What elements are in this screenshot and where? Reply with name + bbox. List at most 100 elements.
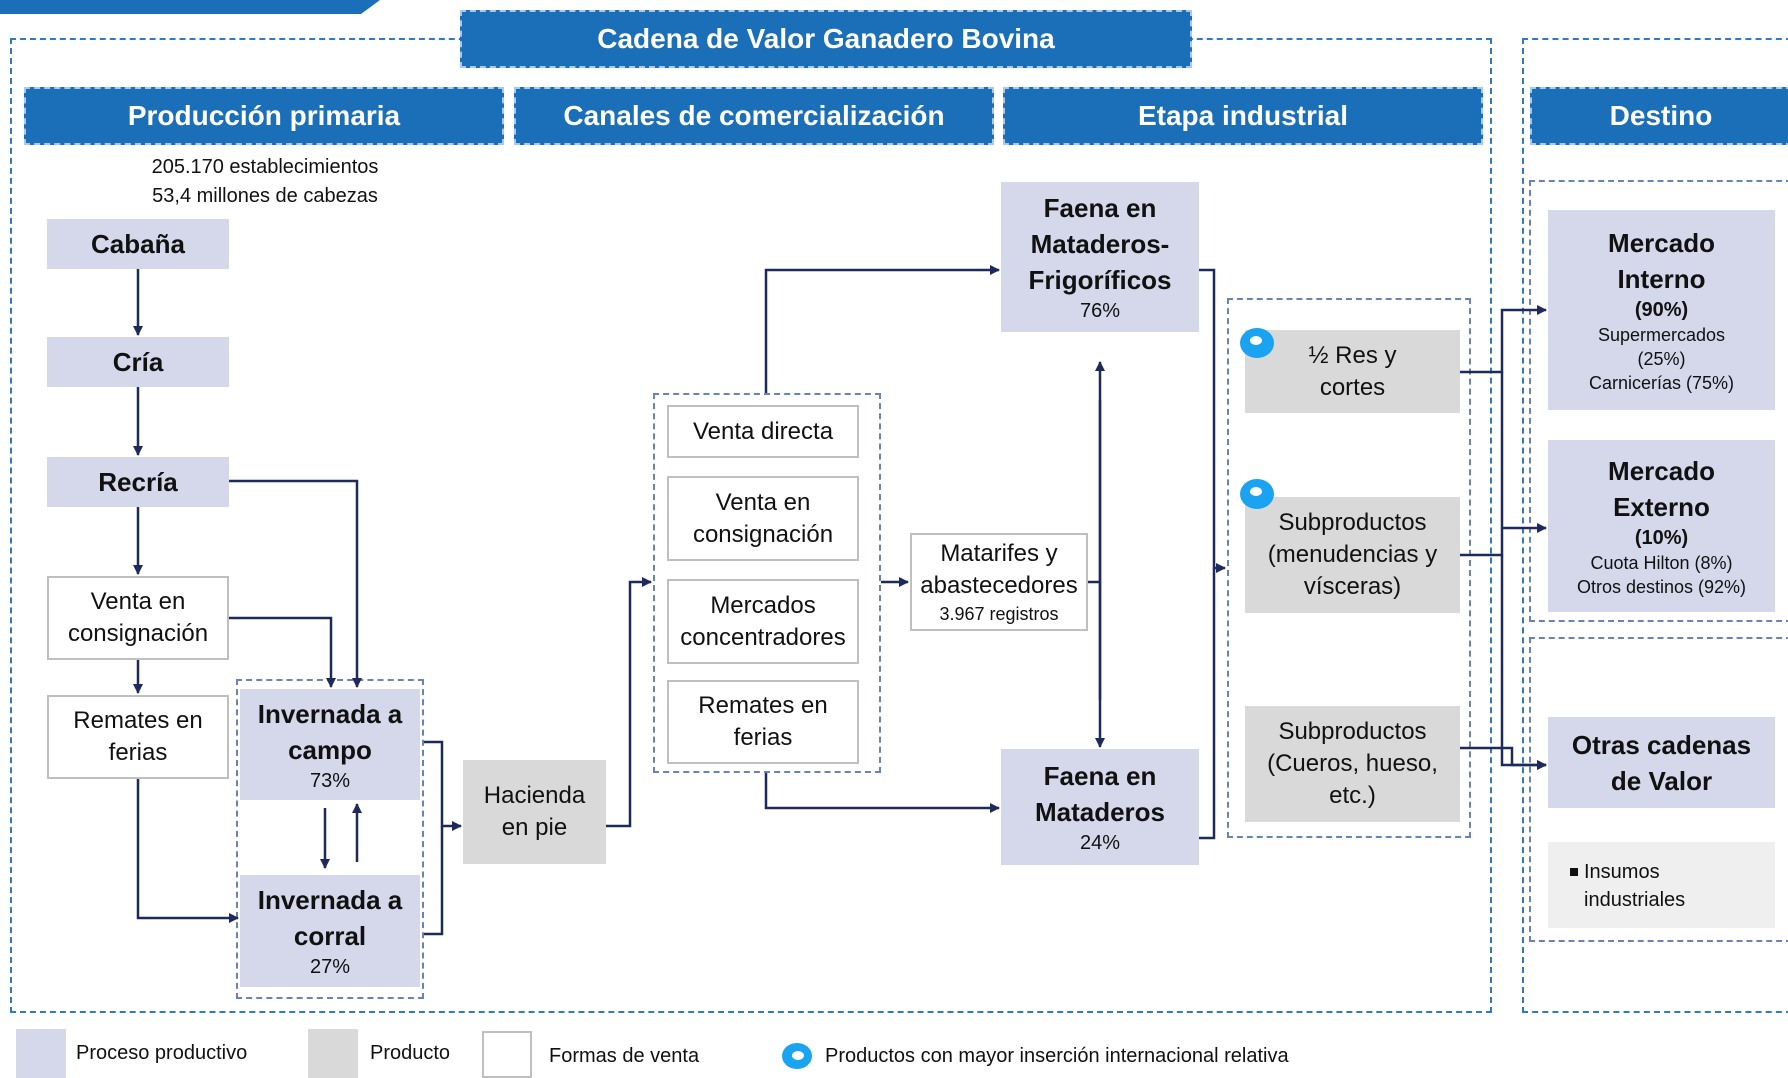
remates-l1: Remates en xyxy=(73,707,203,734)
otras-l2: de Valor xyxy=(1610,765,1713,796)
invernada-corral-l1: Invernada a xyxy=(257,885,403,915)
node-mercado-externo: Mercado Externo (10%) Cuota Hilton (8%) … xyxy=(1548,440,1775,612)
node-sub-cueros: Subproductos (Cueros, hueso, etc.) xyxy=(1245,706,1460,822)
res-cortes-l1: ½ Res y xyxy=(1308,341,1397,369)
cueros-l3: etc.) xyxy=(1329,782,1376,809)
arrow-recria-campo xyxy=(229,479,362,688)
mataderos-l2: Mataderos xyxy=(1034,797,1166,827)
cueros-l1: Subproductos xyxy=(1278,718,1427,745)
externo-l1: Mercado xyxy=(1608,456,1715,486)
interno-l2: Interno xyxy=(1617,264,1706,294)
venta-directa-label: Venta directa xyxy=(692,417,834,445)
matarifes-l3: 3.967 registros xyxy=(939,604,1059,624)
venta-consignacion-l2: consignación xyxy=(67,620,209,647)
invernada-campo-pct: 73% xyxy=(309,769,351,792)
cria-label: Cría xyxy=(112,347,164,377)
externo-d2: Otros destinos (92%) xyxy=(1576,577,1747,597)
insumos-l1: Insumos xyxy=(1584,861,1660,883)
legend-sale-swatch xyxy=(482,1031,532,1078)
frigorificos-l2: Mataderos- xyxy=(1030,229,1170,259)
interno-pct: (90%) xyxy=(1634,299,1689,321)
legend-process-label: Proceso productivo xyxy=(76,1042,248,1064)
legend-product-swatch xyxy=(308,1029,358,1078)
insumos-l2: industriales xyxy=(1584,889,1686,911)
node-invernada-corral: Invernada a corral 27% xyxy=(240,875,420,987)
international-marker-icon xyxy=(1240,328,1274,358)
other-chains-group xyxy=(1529,637,1788,942)
remates-l2: ferias xyxy=(108,739,168,766)
menudencias-l3: vísceras) xyxy=(1303,573,1402,600)
arrow-channels-mataderos xyxy=(764,773,1000,813)
node-remates-ferias-primary: Remates en ferias xyxy=(47,695,229,779)
legend: Proceso productivo Producto Formas de ve… xyxy=(0,1026,1788,1078)
arrow-mataderos-products xyxy=(1199,568,1216,840)
header-primary: Producción primaria xyxy=(24,87,504,145)
node-venta-directa: Venta directa xyxy=(667,405,859,458)
matarifes-l2: abastecedores xyxy=(920,572,1078,599)
arrow-menud-otras xyxy=(1500,555,1547,770)
invernada-corral-pct: 27% xyxy=(309,956,351,978)
header-destination: Destino xyxy=(1530,87,1788,145)
bullet-icon xyxy=(1570,868,1578,876)
interno-d1: Supermercados xyxy=(1597,325,1726,345)
menudencias-l2: (menudencias y xyxy=(1267,541,1438,568)
mercados-l1: Mercados xyxy=(710,591,816,619)
arrow-menud-destination xyxy=(1460,372,1504,557)
hacienda-l1: Hacienda xyxy=(483,782,586,809)
node-invernada-campo: Invernada a campo 73% xyxy=(240,689,420,800)
arrow-corral-hacienda xyxy=(424,826,444,936)
products-group xyxy=(1227,298,1471,838)
otras-l1: Otras cadenas xyxy=(1571,729,1752,760)
arrow-res-destination xyxy=(1460,305,1547,374)
hacienda-l2: en pie xyxy=(501,814,568,841)
node-matarifes: Matarifes y abastecedores 3.967 registro… xyxy=(910,533,1088,631)
res-cortes-l2: cortes xyxy=(1319,373,1386,401)
externo-d1: Cuota Hilton (8%) xyxy=(1590,553,1733,573)
frigorificos-l3: Frigoríficos xyxy=(1028,265,1172,295)
channel-remates-l2: ferias xyxy=(733,724,793,751)
channels-group xyxy=(653,393,881,773)
primary-stats: 205.170 establecimientos 53,4 millones d… xyxy=(100,153,430,211)
node-cria: Cría xyxy=(47,337,229,387)
header-channels: Canales de comercialización xyxy=(514,87,994,145)
header-industrial: Etapa industrial xyxy=(1003,87,1483,145)
invernada-campo-l2: campo xyxy=(288,734,372,765)
legend-sale-label: Formas de venta xyxy=(549,1045,700,1067)
node-venta-consignacion-channel: Venta en consignación xyxy=(667,476,859,561)
node-res-cortes: ½ Res y cortes xyxy=(1245,330,1460,413)
legend-international-label: Productos con mayor inserción internacio… xyxy=(825,1045,1289,1067)
establishments-count: 205.170 establecimientos xyxy=(151,156,379,178)
arrow-channels-frigorificos xyxy=(764,265,1000,393)
interno-l1: Mercado xyxy=(1608,228,1715,258)
legend-process-swatch xyxy=(16,1029,66,1078)
node-recria: Recría xyxy=(47,457,229,507)
menudencias-l1: Subproductos xyxy=(1278,509,1427,536)
channel-remates-l1: Remates en xyxy=(698,692,828,719)
mataderos-l1: Faena en xyxy=(1043,761,1157,791)
node-cabana: Cabaña xyxy=(47,219,229,269)
node-venta-consignacion-primary: Venta en consignación xyxy=(47,576,229,660)
node-mercado-interno: Mercado Interno (90%) Supermercados (25%… xyxy=(1548,210,1775,410)
node-hacienda: Hacienda en pie xyxy=(463,760,606,864)
node-insumos: Insumos industriales xyxy=(1548,842,1775,928)
node-otras-cadenas: Otras cadenas de Valor xyxy=(1548,717,1775,808)
legend-international-icon xyxy=(782,1043,812,1069)
node-faena-frigorificos: Faena en Mataderos- Frigoríficos 76% xyxy=(1001,182,1199,332)
recria-label: Recría xyxy=(98,467,178,497)
node-faena-mataderos: Faena en Mataderos 24% xyxy=(1001,749,1199,865)
invernada-campo-l1: Invernada a xyxy=(257,698,403,729)
externo-pct: (10%) xyxy=(1634,527,1689,549)
frigorificos-l1: Faena en xyxy=(1043,193,1157,223)
arrow-hacienda-channels xyxy=(606,577,652,828)
matarifes-l1: Matarifes y xyxy=(940,540,1058,567)
cueros-l2: (Cueros, hueso, xyxy=(1267,750,1438,777)
mercados-l2: concentradores xyxy=(680,623,846,651)
international-marker-icon xyxy=(1240,479,1274,509)
destination-frame xyxy=(1522,38,1788,1013)
arrow-cueros-otras xyxy=(1460,746,1547,770)
node-sub-menudencias: Subproductos (menudencias y vísceras) xyxy=(1245,497,1460,613)
channel-consignacion-l2: consignación xyxy=(692,520,834,548)
legend-product-label: Producto xyxy=(370,1042,451,1064)
markets-group xyxy=(1529,180,1788,622)
